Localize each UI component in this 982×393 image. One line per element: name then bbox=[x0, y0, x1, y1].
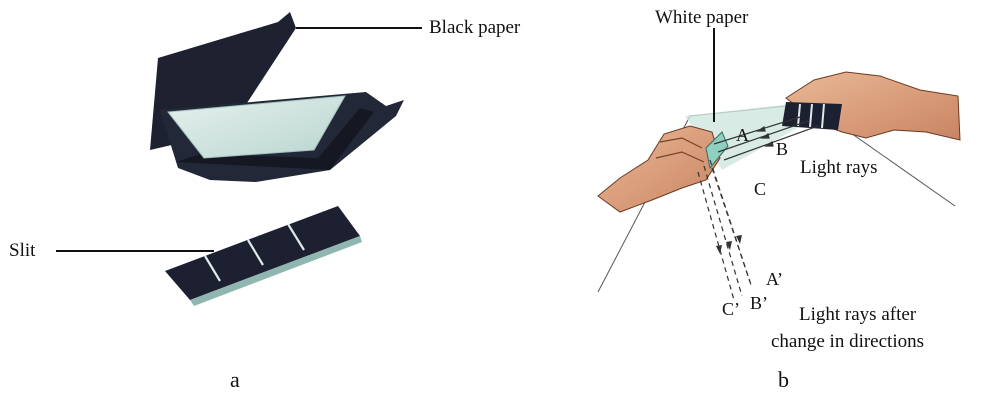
label-light-rays: Light rays bbox=[800, 158, 878, 177]
caption-a: a bbox=[230, 369, 240, 391]
slit-card bbox=[165, 206, 362, 306]
label-black-paper: Black paper bbox=[429, 18, 520, 37]
black-paper-folder bbox=[150, 12, 404, 182]
reflected-label-a: A’ bbox=[766, 270, 783, 288]
reflected-rays bbox=[698, 160, 752, 300]
label-slit: Slit bbox=[9, 241, 35, 260]
ray-label-b: B bbox=[776, 140, 788, 158]
label-white-paper: White paper bbox=[655, 8, 748, 27]
reflected-label-b: B’ bbox=[750, 294, 768, 312]
reflected-arrows bbox=[716, 235, 742, 254]
ray-label-a: A bbox=[736, 126, 749, 144]
ray-label-c: C bbox=[754, 180, 766, 198]
label-after-line1: Light rays after bbox=[799, 305, 916, 324]
label-after-line2: change in directions bbox=[771, 332, 924, 351]
reflected-label-c: C’ bbox=[722, 300, 740, 318]
caption-b: b bbox=[778, 369, 789, 391]
left-hand bbox=[598, 126, 728, 212]
